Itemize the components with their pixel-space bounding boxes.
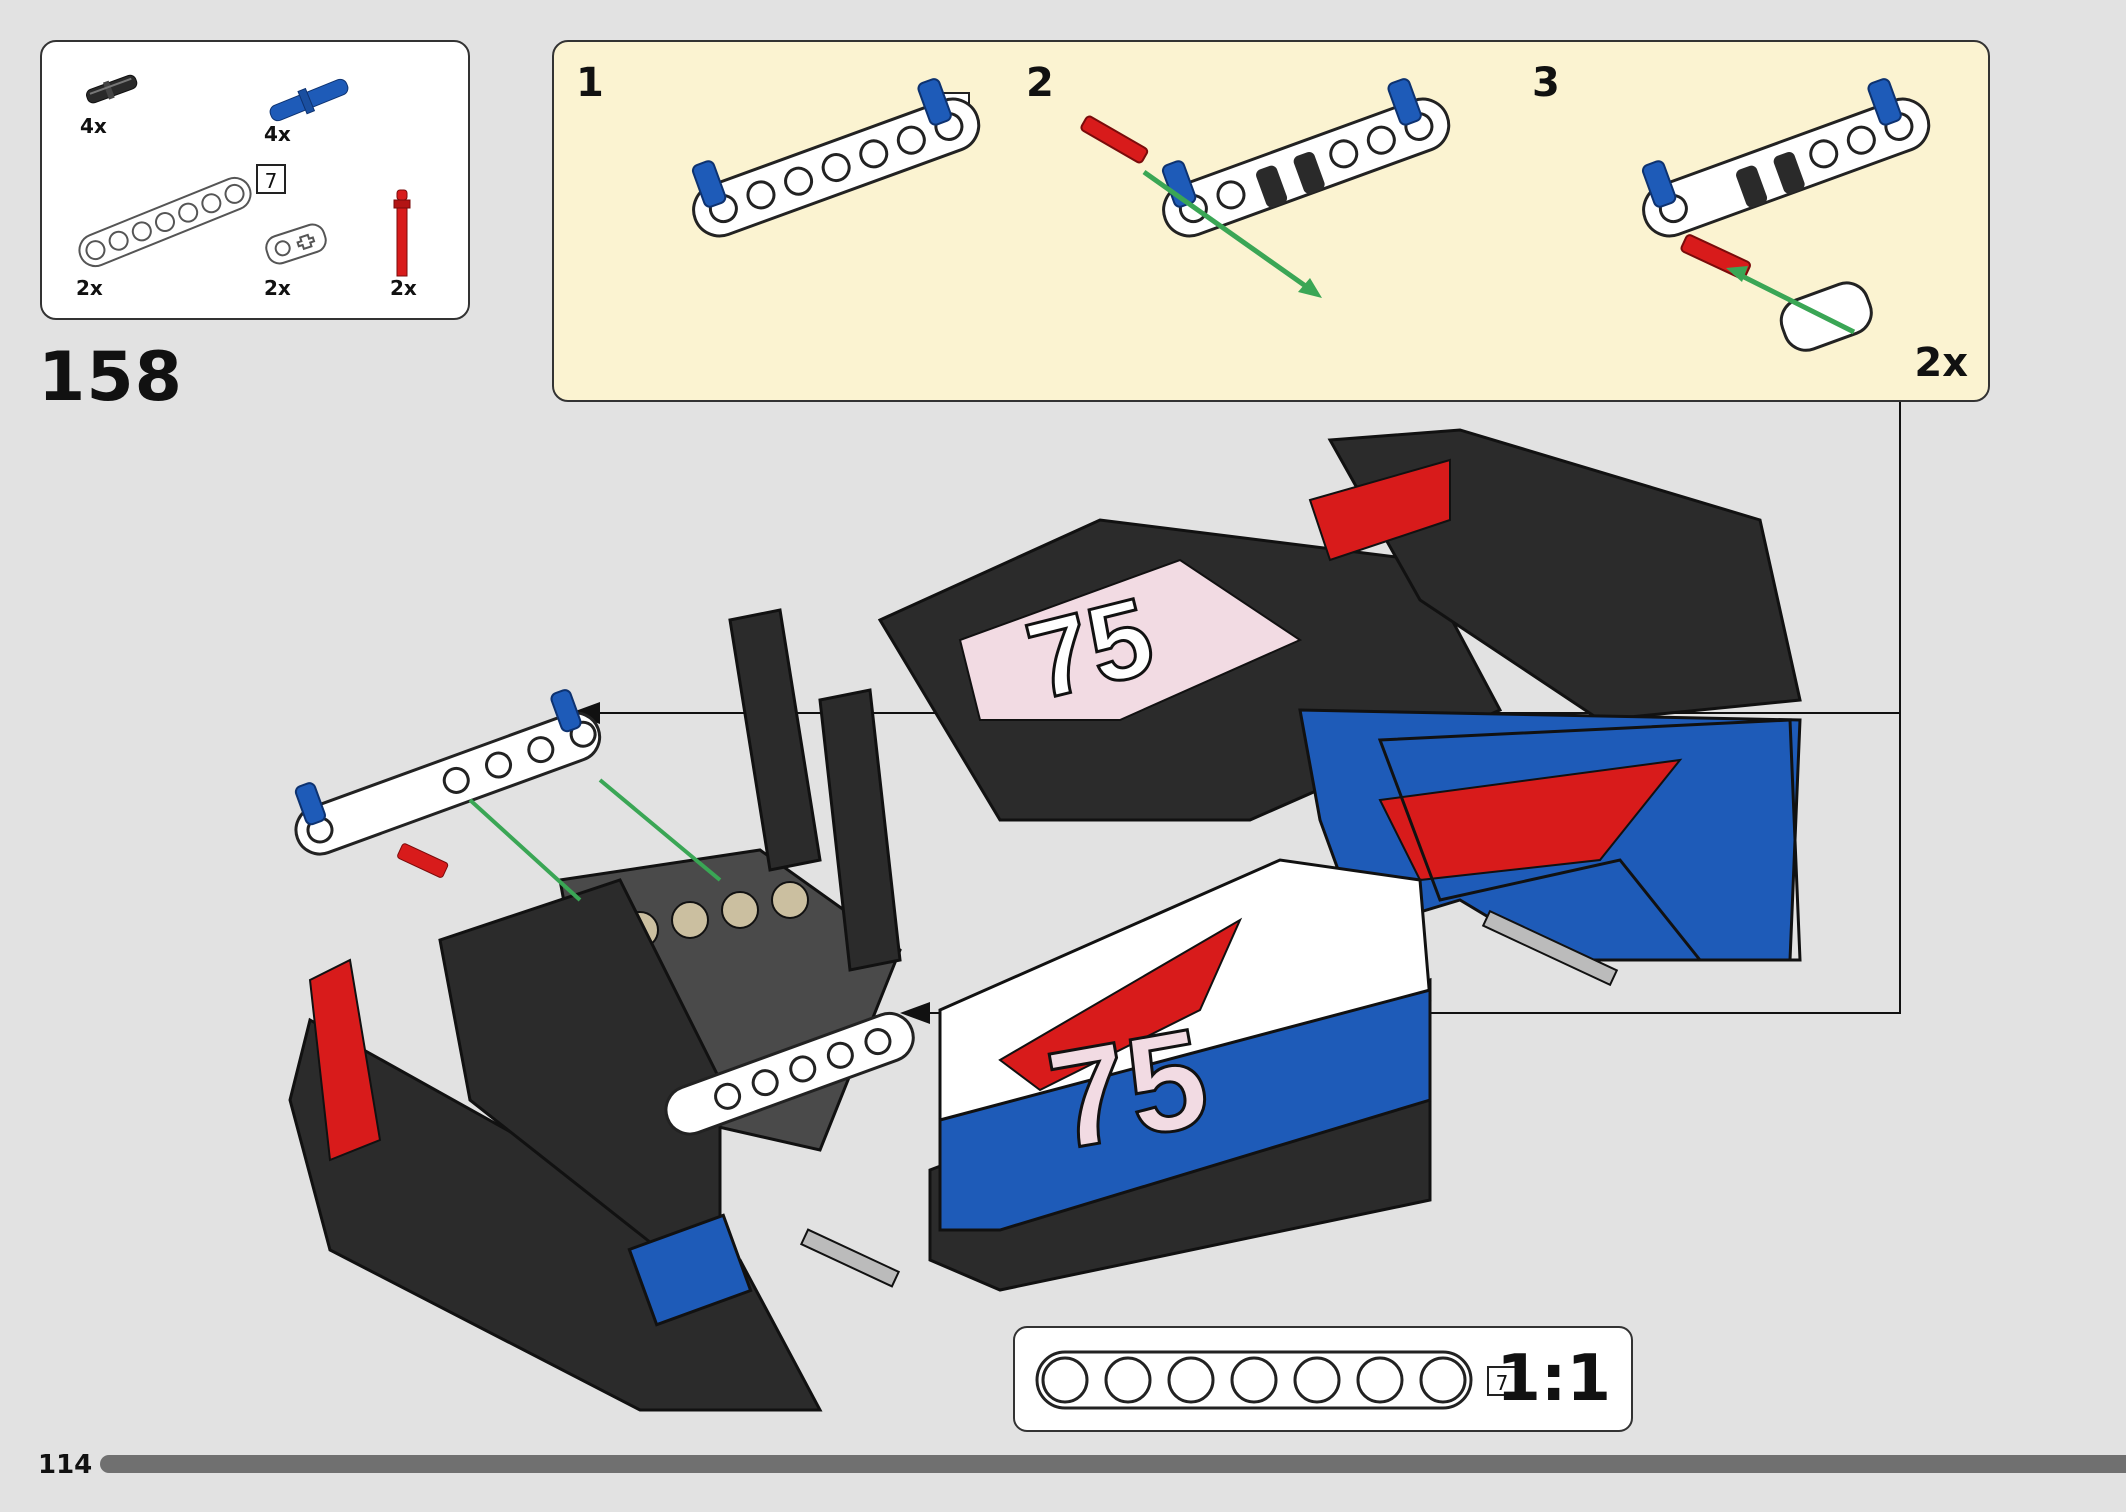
substep-label-3: 3 [1532,60,1560,106]
page-number: 114 [38,1450,93,1480]
page-progress-bar [100,1455,2126,1473]
substep-callout: 1 2 3 7 2x [552,40,1990,402]
qty-white-beam-7: 2x [76,276,103,300]
scale-beam-7-icon [1035,1350,1473,1410]
white-beam-7-icon [78,176,252,268]
qty-white-beam-2: 2x [264,276,291,300]
substep-multiplier: 2x [1914,340,1968,386]
blue-axle-pin-icon [269,78,349,122]
car-chassis: 75 75 [288,428,1802,1412]
substep-3-beam-illustration [1641,78,1931,352]
substep-1-beam-illustration [691,78,981,238]
parts-list-box: 4x 4x 7 2x 2x 2x [40,40,470,320]
model-beam-top [294,689,722,902]
white-beam-2-icon [265,223,327,265]
step-number: 158 [38,338,183,417]
substep-label-2: 2 [1026,60,1054,106]
scale-callout: 7 1:1 [1013,1326,1633,1432]
leader-arrowhead-bottom [900,1002,930,1024]
svg-text:75: 75 [1038,998,1219,1180]
substep-illustrations [691,78,1931,352]
model-beam-bottom [664,1011,915,1136]
scale-length-tag: 7 [1487,1366,1517,1396]
scale-ratio: 1:1 [1496,1342,1611,1416]
red-axle-icon [393,189,411,277]
qty-blue-pin: 4x [264,122,291,146]
qty-black-pin: 4x [80,114,107,138]
substep-label-1: 1 [576,60,604,106]
substep-2-beam-illustration [1080,78,1451,298]
beam-length-tag: 7 [256,164,286,194]
black-pin-icon [86,74,138,104]
qty-red-axle: 2x [390,276,417,300]
